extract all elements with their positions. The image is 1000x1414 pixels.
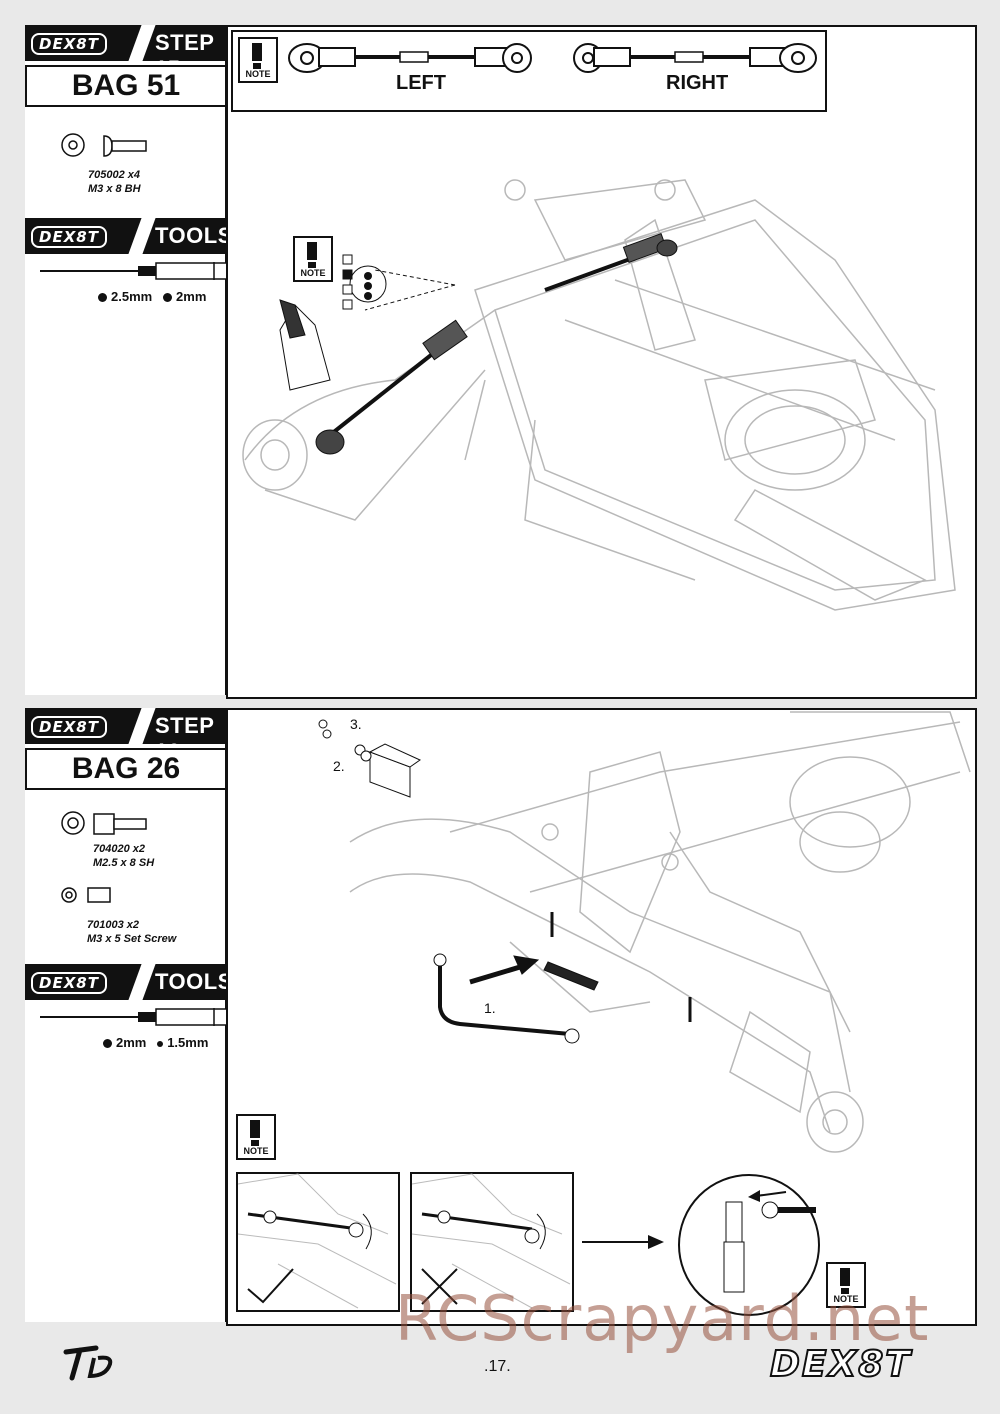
hex-driver-icon xyxy=(40,1008,247,1026)
part-code: 704020 x2 xyxy=(93,843,145,855)
tools-title: TOOLS xyxy=(155,969,233,994)
left-rod-illustration xyxy=(288,43,532,73)
part-code: 705002 x4 xyxy=(88,169,140,181)
cross-mark-icon xyxy=(421,1268,458,1305)
brand-logo: DEX8T xyxy=(31,972,107,994)
socket-head-screw-icon xyxy=(93,813,147,835)
brand-logo: DEX8T xyxy=(31,33,107,55)
step16-header: DEX8T STEP 16 xyxy=(25,708,225,764)
part-label: 701003 x2 M3 x 5 Set Screw xyxy=(87,918,176,946)
note-icon: NOTE xyxy=(293,236,333,282)
washer-icon xyxy=(61,133,85,157)
right-label: RIGHT xyxy=(666,72,729,94)
step15-header: DEX8T STEP 15 xyxy=(25,25,225,81)
hex-size-icon xyxy=(163,293,173,303)
note-text: NOTE xyxy=(243,1146,269,1156)
note-text: NOTE xyxy=(833,1294,859,1304)
incorrect-example-illustration xyxy=(411,1173,571,1309)
direction-arrow-icon xyxy=(582,1235,664,1249)
header-divider xyxy=(128,218,156,254)
right-rod-illustration xyxy=(573,43,817,73)
part-desc: M2.5 x 8 SH xyxy=(93,857,155,869)
tools-header: DEX8T TOOLS xyxy=(25,964,232,1000)
button-head-screw-icon xyxy=(103,135,147,157)
hex-size-icon xyxy=(103,1039,112,1049)
hex-size-icon xyxy=(157,1040,164,1047)
chassis-steering-illustration xyxy=(242,179,956,611)
hex-size-icon xyxy=(98,293,107,303)
part-label: 705002 x4 M3 x 8 BH xyxy=(88,168,141,196)
dex8t-footer-logo: DEX8T xyxy=(769,1343,912,1386)
callout-3: 3. xyxy=(350,716,362,732)
td-logo-icon xyxy=(63,1345,113,1381)
header-divider xyxy=(128,964,156,1000)
washer-icon xyxy=(61,887,77,903)
tool-size: 2mm xyxy=(176,289,207,304)
part-desc: M3 x 5 Set Screw xyxy=(87,933,177,945)
note-text: NOTE xyxy=(245,69,271,79)
callout-1: 1. xyxy=(484,1000,496,1016)
part-desc: M3 x 8 BH xyxy=(88,183,141,195)
check-mark-icon xyxy=(247,1268,294,1304)
note-text: NOTE xyxy=(300,268,326,278)
left-label: LEFT xyxy=(396,72,446,94)
watermark-text: RCScrapyard.net xyxy=(395,1282,930,1355)
note-icon: NOTE xyxy=(826,1262,866,1308)
rod-orientation-box xyxy=(231,30,827,112)
correct-example-illustration xyxy=(237,1173,397,1309)
part-label: 704020 x2 M2.5 x 8 SH xyxy=(93,842,154,870)
page-number: .17. xyxy=(484,1358,511,1375)
hex-driver-icon xyxy=(40,262,247,280)
brand-logo: DEX8T xyxy=(31,716,107,738)
tool-size: 1.5mm xyxy=(167,1035,209,1050)
bag-label: BAG 51 xyxy=(25,65,227,107)
tool-sizes: 2.5mm 2mm xyxy=(98,289,206,304)
washer-icon xyxy=(61,811,85,835)
bag-label: BAG 26 xyxy=(25,748,227,790)
tool-size: 2.5mm xyxy=(111,289,153,304)
tools-title: TOOLS xyxy=(155,223,233,248)
header-divider xyxy=(128,708,156,744)
ball-end-detail-illustration xyxy=(678,1174,820,1316)
tool-size: 2mm xyxy=(116,1035,147,1050)
note-icon: NOTE xyxy=(238,37,278,83)
step15-sidebar xyxy=(25,25,227,695)
tool-sizes: 2mm 1.5mm xyxy=(103,1035,208,1050)
correct-example-box xyxy=(236,1172,400,1312)
header-divider xyxy=(128,25,156,61)
set-screw-icon xyxy=(87,887,111,903)
callout-2: 2. xyxy=(333,758,345,774)
chassis-sway-bar-illustration xyxy=(318,711,971,1153)
note-icon: NOTE xyxy=(236,1114,276,1160)
tools-header: DEX8T TOOLS xyxy=(25,218,232,254)
part-code: 701003 x2 xyxy=(87,919,139,931)
brand-logo: DEX8T xyxy=(31,226,107,248)
